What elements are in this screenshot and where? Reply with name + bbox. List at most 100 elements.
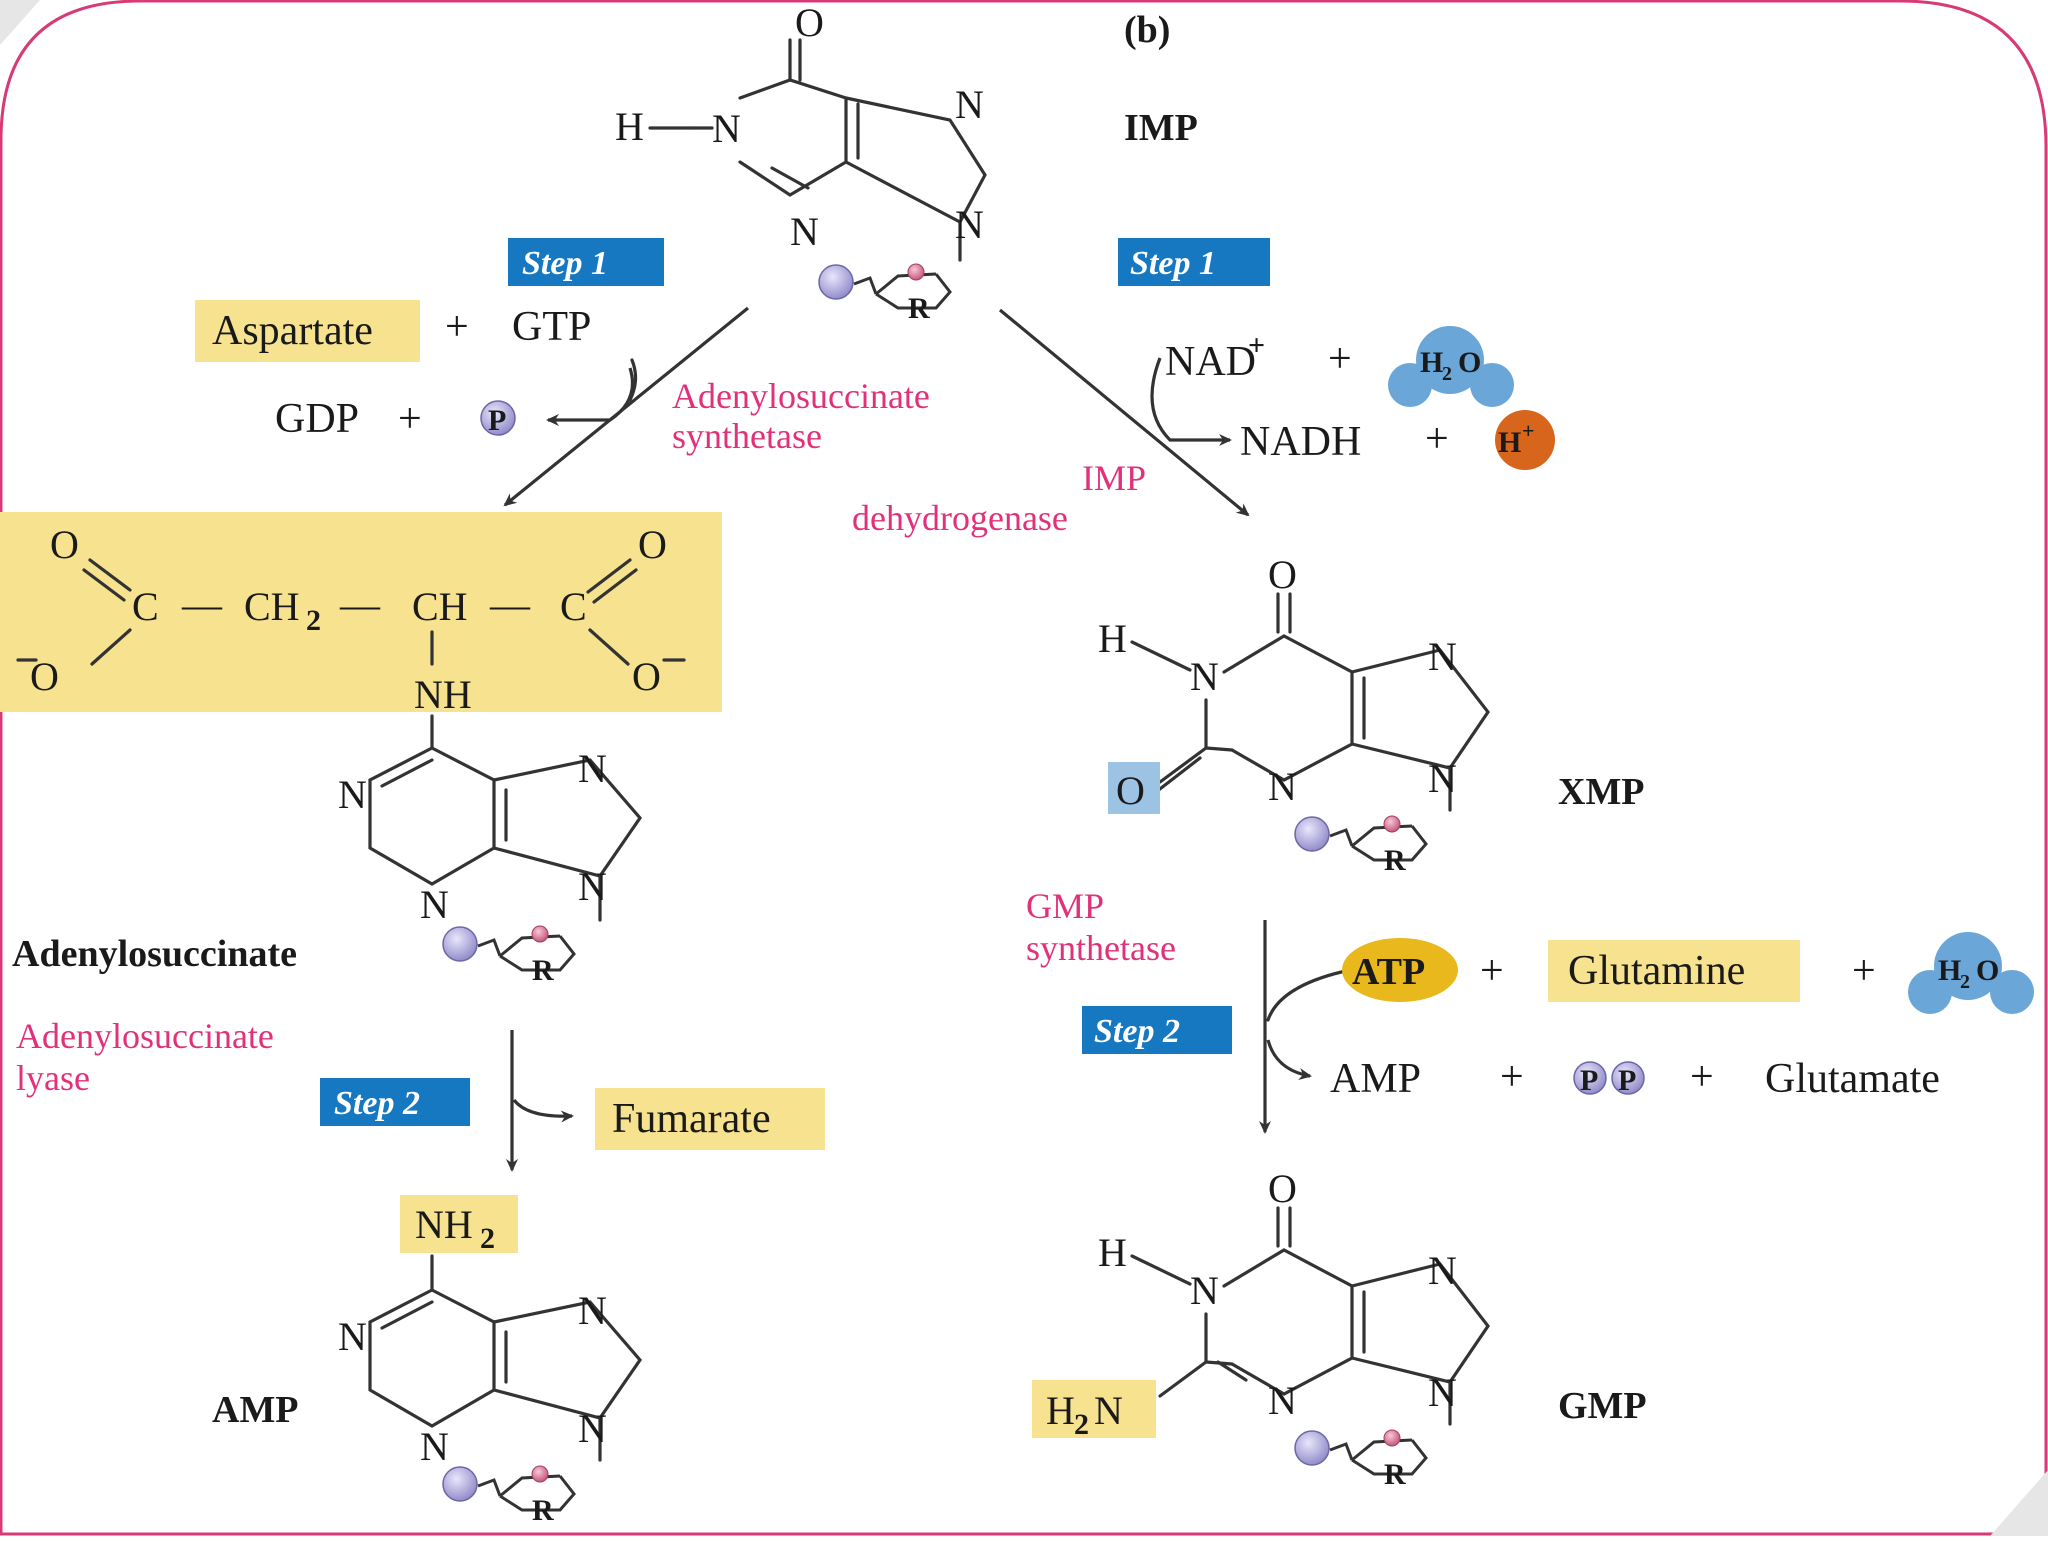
panel-label: (b) bbox=[1124, 9, 1170, 51]
gmp-o-top: O bbox=[1268, 1166, 1297, 1211]
water-icon bbox=[1388, 326, 1514, 407]
xmp-ribose-r: R bbox=[1384, 844, 1406, 877]
xmp-n7: N bbox=[1428, 634, 1457, 679]
adenylosuccinate-label: Adenylosuccinate bbox=[12, 933, 297, 975]
water-sub: 2 bbox=[1442, 363, 1452, 385]
xmp-n9: N bbox=[1428, 756, 1457, 801]
right-plus-4: + bbox=[1852, 948, 1876, 994]
imp-oxygen: O bbox=[795, 0, 824, 45]
nadh-release-arrow bbox=[1150, 357, 1232, 446]
aspartyl-ch2-sub: 2 bbox=[306, 604, 321, 637]
corner-fold-top-left bbox=[0, 0, 40, 45]
amp-nh2-highlight bbox=[400, 1195, 518, 1253]
aspartyl-group: O C — CH 2 — CH — C O O O NH bbox=[16, 522, 686, 717]
gmp-h2n-highlight bbox=[1032, 1380, 1156, 1438]
gdp-label: GDP bbox=[275, 396, 359, 442]
adenylosuccinate-n-b: N bbox=[420, 882, 449, 927]
nadh-label: NADH bbox=[1240, 419, 1361, 465]
right-step1-box bbox=[1118, 238, 1270, 286]
adenylosuccinate-n-d: N bbox=[578, 864, 607, 909]
amp-structure: N N N N R bbox=[338, 1254, 643, 1527]
aspartyl-dash-3: — bbox=[489, 582, 531, 627]
water2-sub: 2 bbox=[1960, 971, 1970, 993]
imp-label: IMP bbox=[1124, 107, 1198, 149]
gmp-synthetase-line2: synthetase bbox=[1026, 928, 1176, 968]
gdp-release-arrow bbox=[546, 367, 635, 426]
imp-n1: N bbox=[712, 106, 741, 151]
gmp-n1: N bbox=[1190, 1268, 1219, 1313]
aspartyl-dash-1: — bbox=[181, 582, 223, 627]
left-step2-label: Step 2 bbox=[334, 1085, 420, 1122]
aspartyl-o-top-left: O bbox=[50, 522, 79, 567]
imp-ribose-r: R bbox=[908, 292, 930, 325]
atp-entry-curve bbox=[1266, 968, 1352, 1022]
nad-charge: + bbox=[1248, 329, 1265, 362]
fumarate-release-arrow bbox=[512, 1098, 574, 1123]
aspartyl-c-left: C bbox=[132, 584, 159, 629]
gmp-structure: O H N N N N R bbox=[1098, 1166, 1490, 1491]
right-plus-1: + bbox=[1328, 336, 1352, 382]
imp-dehydrogenase-line1: IMP bbox=[1082, 458, 1146, 498]
pp-label-2: P bbox=[1618, 1064, 1636, 1097]
right-plus-3: + bbox=[1480, 948, 1504, 994]
corner-fold-bottom-right bbox=[1990, 1470, 2048, 1536]
right-step2-label: Step 2 bbox=[1094, 1013, 1180, 1050]
xmp-structure: O H N O N N N R bbox=[1098, 552, 1490, 877]
left-step1-box bbox=[508, 238, 664, 286]
imp-structure: O H N N N N R bbox=[615, 0, 987, 325]
adenylosuccinate-synthetase-line2: synthetase bbox=[672, 416, 822, 456]
aspartate-highlight bbox=[195, 300, 420, 362]
amp-n-c: N bbox=[578, 1288, 607, 1333]
aspartyl-dash-2: — bbox=[339, 582, 381, 627]
fumarate-label: Fumarate bbox=[612, 1096, 771, 1142]
gmp-ribose-r: R bbox=[1384, 1458, 1406, 1491]
imp-n7: N bbox=[955, 82, 984, 127]
left-plus-1: + bbox=[445, 304, 469, 350]
xmp-n3: N bbox=[1268, 764, 1297, 809]
gmp-h: H bbox=[1098, 1230, 1127, 1275]
right-plus-2: + bbox=[1425, 416, 1449, 462]
water2-o: O bbox=[1976, 954, 1999, 987]
imp-dehydrogenase-line2: dehydrogenase bbox=[852, 498, 1068, 538]
right-main-arrow bbox=[998, 308, 1250, 517]
imp-n9: N bbox=[955, 202, 984, 247]
phosphate-label: P bbox=[488, 404, 506, 437]
nad-label: NAD bbox=[1165, 339, 1256, 385]
adenylosuccinate-ribose-r: R bbox=[532, 954, 554, 987]
left-step2-box bbox=[320, 1078, 470, 1126]
amp-n-a: N bbox=[338, 1314, 367, 1359]
right-plus-6: + bbox=[1690, 1054, 1714, 1100]
water-h: H bbox=[1420, 346, 1443, 379]
imp-hydrogen: H bbox=[615, 104, 644, 149]
gmp-n7: N bbox=[1428, 1248, 1457, 1293]
proton-charge: + bbox=[1522, 418, 1535, 443]
left-plus-2: + bbox=[398, 396, 422, 442]
adenylosuccinate-synthetase-line1: Adenylosuccinate bbox=[672, 376, 930, 416]
adenylosuccinate-structure: N N N N R bbox=[338, 714, 643, 987]
gmp-n9: N bbox=[1428, 1370, 1457, 1415]
gmp-h2n-h: H bbox=[1046, 1388, 1075, 1433]
amp-nh2-sub: 2 bbox=[480, 1222, 495, 1255]
phosphate-icon bbox=[480, 400, 516, 436]
adenylosuccinate-n-c: N bbox=[578, 746, 607, 791]
atp-label: ATP bbox=[1352, 951, 1425, 993]
proton-h: H bbox=[1498, 426, 1521, 459]
water-icon-2 bbox=[1908, 932, 2034, 1014]
amp-n-d: N bbox=[578, 1406, 607, 1451]
gmp-h2n-sub: 2 bbox=[1074, 1408, 1089, 1441]
aspartate-label: Aspartate bbox=[212, 308, 373, 354]
aspartyl-ch: CH bbox=[412, 584, 468, 629]
xmp-n1: N bbox=[1190, 654, 1219, 699]
water-o: O bbox=[1458, 346, 1481, 379]
imp-n3: N bbox=[790, 209, 819, 254]
amp-ribose-r: R bbox=[532, 1494, 554, 1527]
glutamine-highlight bbox=[1548, 940, 1800, 1002]
glutamine-label: Glutamine bbox=[1568, 948, 1745, 994]
adenylosuccinate-lyase-line1: Adenylosuccinate bbox=[16, 1016, 274, 1056]
pp-icon-2 bbox=[1611, 1061, 1645, 1095]
gtp-entry-curve bbox=[628, 358, 638, 402]
adenylosuccinate-n-a: N bbox=[338, 772, 367, 817]
